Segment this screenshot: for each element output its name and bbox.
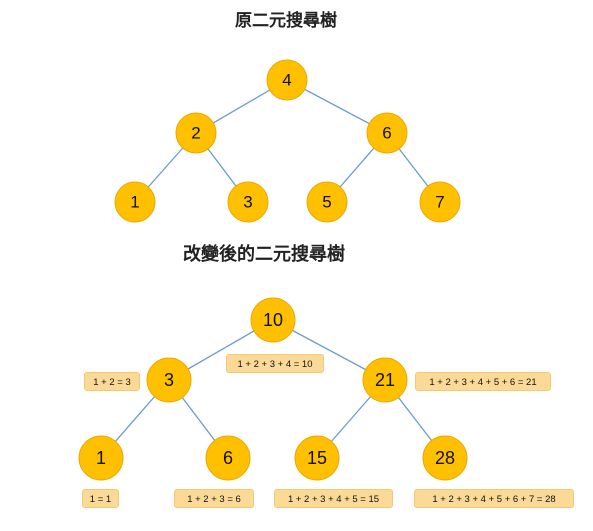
original-node-1: 1 — [114, 181, 156, 223]
original-node-5: 5 — [306, 181, 348, 223]
original-node-2: 2 — [175, 112, 217, 154]
node-label: 1 — [130, 193, 139, 212]
formula-node-21: 1 + 2 + 3 + 4 + 5 + 6 = 21 — [415, 372, 551, 391]
node-label: 10 — [263, 310, 283, 330]
original-node-6: 6 — [366, 112, 408, 154]
node-label: 4 — [282, 71, 291, 90]
transformed-tree-title: 改變後的二元搜尋樹 — [183, 244, 345, 265]
node-label: 2 — [191, 124, 200, 143]
transformed-node-1: 1 — [78, 435, 124, 481]
transformed-node-3: 3 — [146, 357, 192, 403]
node-label: 6 — [223, 448, 233, 468]
formula-node-3: 1 + 2 = 3 — [84, 372, 140, 391]
formula-node-6: 1 + 2 + 3 = 6 — [174, 489, 254, 508]
transformed-node-6: 6 — [205, 435, 251, 481]
transformed-node-15: 15 — [294, 435, 340, 481]
formula-node-1: 1 = 1 — [82, 489, 119, 508]
formula-node-10: 1 + 2 + 3 + 4 = 10 — [226, 354, 324, 373]
transformed-node-21: 21 — [362, 357, 408, 403]
original-node-4: 4 — [266, 59, 308, 101]
node-label: 5 — [322, 193, 331, 212]
transformed-node-10: 10 — [250, 297, 296, 343]
node-label: 3 — [164, 370, 174, 390]
original-tree-title: 原二元搜尋樹 — [235, 11, 337, 31]
formula-node-28: 1 + 2 + 3 + 4 + 5 + 6 + 7 = 28 — [414, 489, 574, 508]
transformed-node-28: 28 — [422, 435, 468, 481]
node-label: 6 — [382, 124, 391, 143]
node-label: 7 — [435, 193, 444, 212]
node-label: 28 — [435, 448, 455, 468]
original-node-7: 7 — [419, 181, 461, 223]
original-node-3: 3 — [227, 181, 269, 223]
node-label: 3 — [243, 193, 252, 212]
formula-node-15: 1 + 2 + 3 + 4 + 5 = 15 — [274, 489, 393, 508]
node-label: 21 — [375, 370, 395, 390]
node-label: 1 — [96, 448, 106, 468]
node-label: 15 — [307, 448, 327, 468]
